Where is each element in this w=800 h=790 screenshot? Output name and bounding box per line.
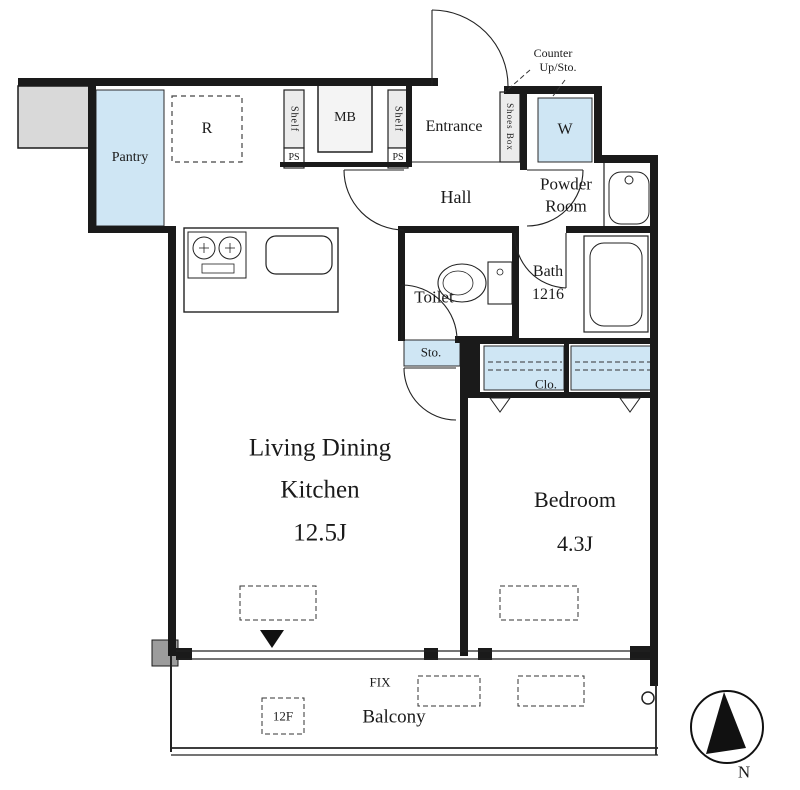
powder-room-label-1: Powder xyxy=(540,174,592,194)
balcony-box-right xyxy=(517,675,585,707)
powder-room-label-2: Room xyxy=(545,196,587,216)
windows-and-balcony xyxy=(170,161,658,756)
pantry-area xyxy=(95,89,165,227)
ps-left-label: PS xyxy=(288,152,300,163)
meter-box xyxy=(317,83,373,153)
markers xyxy=(260,397,641,648)
ldk-label-line1: Living Dining xyxy=(248,434,392,462)
shelf-left-label: Shelf xyxy=(288,105,300,133)
counter-note-line1: Counter xyxy=(533,46,573,60)
hall-label: Hall xyxy=(440,187,472,207)
kitchen-counter-icon xyxy=(183,227,339,313)
ldk-label-line2: Kitchen xyxy=(280,476,360,504)
washer-area xyxy=(537,97,593,163)
bedroom-label: Bedroom xyxy=(534,487,616,512)
bedroom-light-box xyxy=(499,585,579,621)
closet-rail-lines xyxy=(488,361,650,371)
entrance-label: Entrance xyxy=(425,118,483,135)
shoes-box-label: Shoes Box xyxy=(505,103,515,151)
counter-note-line2: Up/Sto. xyxy=(539,60,577,74)
balcony-box-left xyxy=(417,675,481,707)
fridge-label: R xyxy=(201,120,213,137)
compass-icon xyxy=(690,690,764,764)
fix-window-label: FIX xyxy=(369,674,391,690)
door-swings xyxy=(343,9,584,421)
outside-area xyxy=(17,85,179,667)
bath-size-label: 1216 xyxy=(532,286,564,303)
closet-door-mark-icon xyxy=(489,397,511,413)
closet-label: Clo. xyxy=(534,376,558,392)
counter-leader-line xyxy=(504,69,531,93)
bath-label: Bath xyxy=(532,263,564,280)
storage-label: Sto. xyxy=(420,344,442,360)
pantry-label: Pantry xyxy=(111,150,149,165)
meter-box-label: MB xyxy=(334,110,356,125)
closet-right-area xyxy=(570,345,653,391)
toilet-label: Toilet xyxy=(414,287,454,307)
cabinets xyxy=(283,83,521,169)
washer-label: W xyxy=(557,121,573,138)
bathtub-icon xyxy=(583,235,649,333)
shelf-right-label: Shelf xyxy=(392,105,404,133)
floor-label-box xyxy=(261,697,305,735)
balcony-label: Balcony xyxy=(362,706,426,728)
ps-right-label: PS xyxy=(392,152,404,163)
bedroom-size-label: 4.3J xyxy=(556,531,594,556)
ldk-size-label: 12.5J xyxy=(293,519,347,547)
sink-icon xyxy=(265,235,333,275)
closet-door-mark-icon xyxy=(619,397,641,413)
counter-leader-line xyxy=(552,79,566,97)
storage-area xyxy=(403,339,461,367)
dashed-overlays xyxy=(239,69,585,735)
section-marker-icon xyxy=(260,630,284,648)
balcony-drain-icon xyxy=(641,691,655,705)
refrigerator-space xyxy=(171,95,243,163)
ldk-light-box xyxy=(239,585,317,621)
closet-left-area xyxy=(483,345,565,391)
floor-label: 12F xyxy=(272,708,294,724)
washbasin-icon xyxy=(603,159,655,229)
north-label: N xyxy=(737,762,751,782)
walls xyxy=(18,78,658,686)
toilet-icon xyxy=(437,261,513,305)
